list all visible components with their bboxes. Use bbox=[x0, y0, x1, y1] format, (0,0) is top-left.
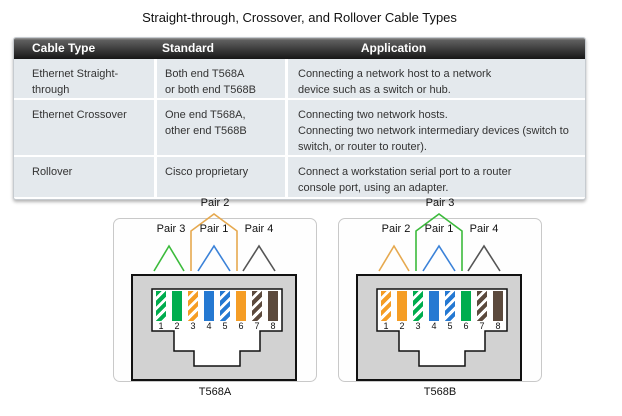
page-title: Straight-through, Crossover, and Rollove… bbox=[142, 10, 457, 25]
wire-green-white bbox=[413, 291, 423, 321]
pin-number: 4 bbox=[431, 321, 437, 331]
pair-chevron bbox=[242, 244, 276, 272]
table-cell: Connecting two network hosts.Connecting … bbox=[288, 100, 585, 155]
pair-label: Pair 1 bbox=[424, 223, 454, 235]
pin-number: 8 bbox=[270, 321, 276, 331]
pair-label: Pair 4 bbox=[244, 223, 274, 235]
pin-number: 5 bbox=[447, 321, 453, 331]
pair-label: Pair 2 bbox=[381, 223, 411, 235]
wire-orange bbox=[236, 291, 246, 321]
pin-number: 1 bbox=[383, 321, 389, 331]
pin-number: 3 bbox=[190, 321, 196, 331]
outer-pair-label: Pair 3 bbox=[425, 197, 455, 209]
wire-green bbox=[461, 291, 471, 321]
wire-orange-white bbox=[381, 291, 391, 321]
pin-number: 6 bbox=[238, 321, 244, 331]
wire-orange bbox=[397, 291, 407, 321]
pin-number: 7 bbox=[254, 321, 260, 331]
connector-name: T568B bbox=[423, 386, 457, 398]
pin-number: 4 bbox=[206, 321, 212, 331]
table-cell: Ethernet Straight-through bbox=[14, 59, 154, 98]
pin-number: 2 bbox=[399, 321, 405, 331]
table-cell: Rollover bbox=[14, 157, 154, 197]
pin-number: 6 bbox=[463, 321, 469, 331]
wire-blue bbox=[204, 291, 214, 321]
wire-brown-white bbox=[477, 291, 487, 321]
outer-pair-label: Pair 2 bbox=[200, 197, 230, 209]
pin-number: 7 bbox=[479, 321, 485, 331]
wire-green-white bbox=[156, 291, 166, 321]
pair-chevron bbox=[153, 244, 185, 272]
pair-chevron bbox=[467, 244, 501, 272]
table-cell: Connect a workstation serial port to a r… bbox=[288, 157, 585, 197]
header-standard: Standard bbox=[162, 41, 215, 55]
wire-brown bbox=[493, 291, 503, 321]
pin-number: 8 bbox=[495, 321, 501, 331]
table-header-row: Cable Type Standard Application bbox=[14, 38, 585, 59]
connector-name: T568A bbox=[198, 386, 232, 398]
pin-number: 1 bbox=[158, 321, 164, 331]
wire-brown-white bbox=[252, 291, 262, 321]
pair-label: Pair 4 bbox=[469, 223, 499, 235]
table-cell: One end T568A,other end T568B bbox=[157, 100, 285, 155]
header-application: Application bbox=[360, 41, 427, 55]
wire-brown bbox=[268, 291, 278, 321]
wire-blue bbox=[429, 291, 439, 321]
pin-number: 3 bbox=[415, 321, 421, 331]
table-cell: Ethernet Crossover bbox=[14, 100, 154, 155]
wire-blue-white bbox=[220, 291, 230, 321]
wire-green bbox=[172, 291, 182, 321]
pair-label: Pair 1 bbox=[199, 223, 229, 235]
rj45-face-outline bbox=[151, 288, 283, 367]
pair-chevron bbox=[378, 244, 410, 272]
pin-number: 2 bbox=[174, 321, 180, 331]
wire-orange-white bbox=[188, 291, 198, 321]
header-cable-type: Cable Type bbox=[32, 41, 96, 55]
pair-chevron bbox=[422, 244, 456, 272]
rj45-face-outline bbox=[376, 288, 508, 367]
pin-number: 5 bbox=[222, 321, 228, 331]
table-cell: Cisco proprietary bbox=[157, 157, 285, 197]
wire-blue-white bbox=[445, 291, 455, 321]
pair-label: Pair 3 bbox=[156, 223, 186, 235]
pair-chevron bbox=[197, 244, 231, 272]
cable-types-table: Cable Type Standard Application Ethernet… bbox=[13, 37, 586, 200]
